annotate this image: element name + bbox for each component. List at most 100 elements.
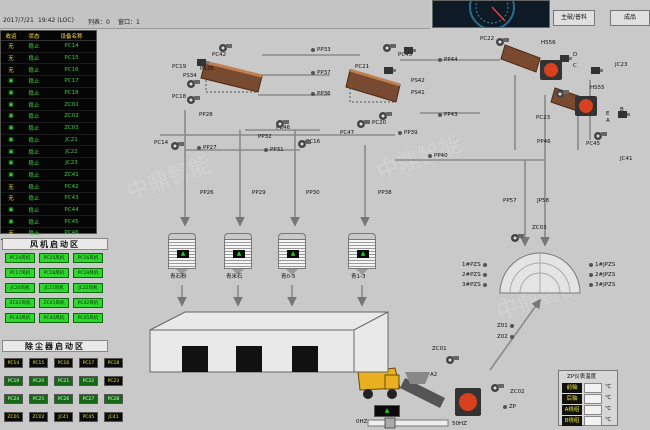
vibrating-screen-upper-right[interactable]	[345, 68, 401, 103]
fan-start-button[interactable]: PC19风机	[73, 268, 103, 278]
fan-start-button[interactable]: JC20风机	[5, 283, 35, 293]
fan-start-button[interactable]: PC17风机	[5, 268, 35, 278]
dust-collector-button[interactable]: PC23	[104, 376, 123, 386]
dust-collector-button[interactable]: PC21	[54, 376, 73, 386]
crusher-zp[interactable]	[455, 388, 481, 416]
motor-icon[interactable]	[404, 40, 416, 54]
dust-collector-button[interactable]: ZC02	[29, 412, 48, 422]
motor-icon[interactable]	[560, 48, 572, 62]
fan-start-button[interactable]: JC21风机	[39, 283, 69, 293]
vibrating-screen-right-top[interactable]	[500, 44, 541, 73]
fan-icon[interactable]	[356, 114, 370, 128]
fan-start-button[interactable]: PC44风机	[39, 313, 69, 323]
equipment-tag-zc01: ZC01	[432, 346, 447, 352]
fan-start-button[interactable]: PC18风机	[39, 268, 69, 278]
dust-collector-button[interactable]: PC22	[79, 376, 98, 386]
dust-collector-button[interactable]: PC18	[104, 358, 123, 368]
fan-icon[interactable]	[218, 38, 232, 52]
status-indicator: 无	[8, 67, 14, 74]
equipment-name: JC21	[65, 136, 78, 143]
temperature-label: B绕组	[562, 416, 582, 426]
status-text: 稳止	[28, 102, 40, 109]
equipment-tag-pc14: PC14	[154, 140, 169, 146]
dust-collector-button[interactable]: PC19	[4, 376, 23, 386]
vibrating-screen-upper-left[interactable]	[200, 60, 263, 93]
motor-icon[interactable]	[384, 60, 396, 74]
fan-start-button[interactable]: JC22风机	[73, 283, 103, 293]
feeder-a2[interactable]	[400, 372, 445, 408]
dust-collector-button[interactable]: PC20	[29, 376, 48, 386]
fan-icon[interactable]	[555, 84, 569, 98]
fan-icon[interactable]	[170, 136, 184, 150]
truck-status-icon: ▲	[374, 405, 400, 417]
dust-collector-button[interactable]: PC15	[29, 358, 48, 368]
dust-collector-button[interactable]: PC16	[54, 358, 73, 368]
fan-icon[interactable]	[186, 90, 200, 104]
fan-icon[interactable]	[495, 32, 509, 46]
dust-collector-button[interactable]: ZC01	[4, 412, 23, 422]
dust-collector-button[interactable]: PC25	[29, 394, 48, 404]
fan-icon[interactable]	[275, 114, 289, 128]
crusher-hs55[interactable]	[575, 96, 597, 116]
fan-icon[interactable]	[297, 134, 311, 148]
frequency-slider-handle[interactable]	[384, 417, 396, 429]
fan-icon[interactable]	[378, 106, 392, 120]
dust-collector-button[interactable]: PC28	[104, 394, 123, 404]
dust-collector-button[interactable]: PC26	[54, 394, 73, 404]
column-header: 收运	[5, 33, 17, 40]
frequency-slider[interactable]	[367, 419, 449, 427]
motor-icon[interactable]	[591, 60, 603, 74]
dust-collector-button[interactable]: JC41	[54, 412, 73, 422]
fan-start-button[interactable]: ZC41风机	[39, 298, 69, 308]
silo-1-label: 青石粉	[170, 274, 187, 280]
fan-start-button[interactable]: PC45风机	[73, 313, 103, 323]
fan-icon[interactable]	[490, 378, 504, 392]
crusher-hs56[interactable]	[540, 60, 562, 80]
dust-collector-button[interactable]: PC17	[79, 358, 98, 368]
motor-icon[interactable]	[197, 52, 209, 66]
fan-icon[interactable]	[186, 74, 200, 88]
silo-4-label: 青1-3	[351, 274, 366, 280]
motor-icon[interactable]	[618, 104, 630, 118]
dust-collector-button[interactable]: JC41	[104, 412, 123, 422]
dust-collector-button[interactable]: PC45	[79, 412, 98, 422]
silo-2[interactable]: ▲	[224, 233, 252, 275]
silo-3[interactable]: ▲	[278, 233, 306, 275]
fan-start-button[interactable]: PC16风机	[73, 253, 103, 263]
mode-button[interactable]: 主破/普料	[553, 10, 595, 26]
fan-start-button[interactable]: ZC01风机	[5, 298, 35, 308]
frequency-max-label: 50HZ	[452, 421, 467, 427]
dust-collector-button[interactable]: PC27	[79, 394, 98, 404]
silo-1[interactable]: ▲	[168, 233, 196, 275]
fan-start-button[interactable]: PC42风机	[73, 298, 103, 308]
fan-icon[interactable]	[445, 350, 459, 364]
fan-start-button[interactable]: PC14风机	[5, 253, 35, 263]
fan-icon[interactable]	[593, 126, 607, 140]
silo-4[interactable]: ▲	[348, 233, 376, 275]
fan-icon[interactable]	[382, 38, 396, 52]
fan-icon[interactable]	[510, 228, 524, 242]
fan-start-button[interactable]: PC15风机	[39, 253, 69, 263]
product-button[interactable]: 成品	[610, 10, 650, 26]
dust-collector-button[interactable]: PC24	[4, 394, 23, 404]
status-text: 稳止	[28, 219, 40, 226]
temperature-row: 后轴 ℃	[562, 394, 614, 405]
dust-collector-button[interactable]: PC14	[4, 358, 23, 368]
fan-start-button[interactable]: PC43风机	[5, 313, 35, 323]
